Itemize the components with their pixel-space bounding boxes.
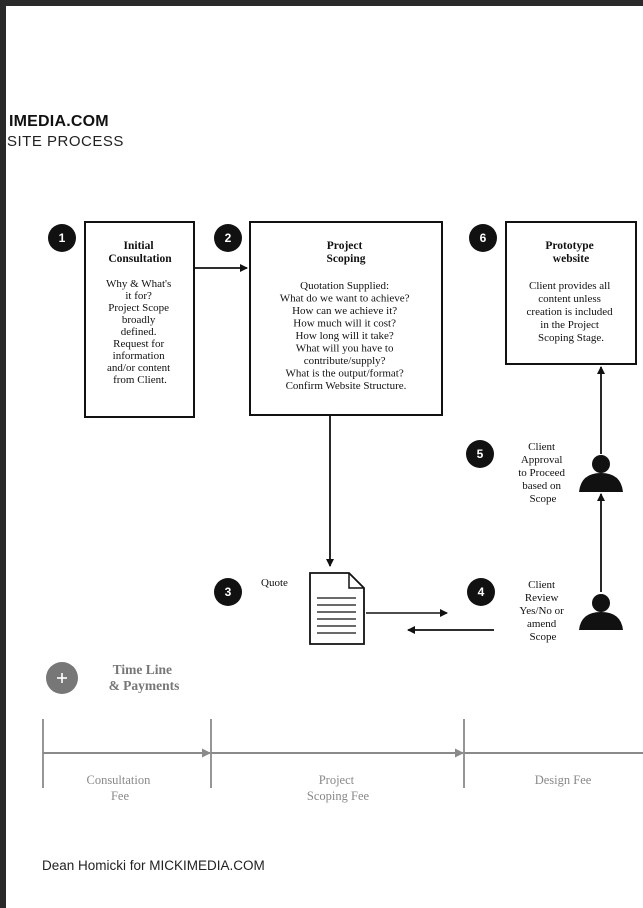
timeline-axis (42, 719, 643, 788)
timeline-title: Time Line & Payments (109, 662, 180, 693)
step-1-title-line: Initial (124, 240, 154, 252)
quote-label: Quote (261, 577, 288, 589)
step-2-title-line: Project (327, 240, 363, 252)
step-6-badge (469, 224, 497, 252)
step-1-title-line: Consultation (108, 253, 172, 265)
marker-4: 4 Client Review Yes/No or amend Scope (467, 578, 566, 643)
timeline-header: Time Line & Payments (46, 662, 179, 694)
brand-title: IMEDIA.COM (9, 113, 109, 130)
step-2-number: 2 (225, 231, 232, 245)
step-1-box (84, 221, 195, 418)
step-2-description: Quotation Supplied: What do we want to a… (280, 280, 413, 392)
step-6-description: Client provides all content unless creat… (527, 280, 616, 344)
marker-3: 3 Quote (214, 577, 288, 606)
client-person-icon (579, 594, 623, 630)
process-diagram: 1 Initial Consultation Why & What's it f… (42, 221, 643, 803)
step-6-title-line: Prototype (545, 240, 593, 252)
step-6: 6 Prototype website Client provides all … (469, 221, 637, 365)
step-6-box (505, 221, 637, 365)
marker-5-number: 5 (477, 447, 484, 461)
step-1-description: Why & What's it for? Project Scope broad… (106, 278, 174, 386)
step-1-title: Initial Consultation (108, 240, 172, 265)
step-2-title: Project Scoping (327, 240, 366, 265)
client-review-label: Client Review Yes/No or amend Scope (519, 579, 566, 643)
page-subtitle: SITE PROCESS (7, 133, 124, 150)
marker-3-badge (214, 578, 242, 606)
marker-5: 5 Client Approval to Proceed based on Sc… (466, 440, 567, 505)
step-6-title: Prototype website (545, 240, 596, 265)
step-6-number: 6 (480, 231, 487, 245)
marker-5-badge (466, 440, 494, 468)
step-6-title-line: website (553, 253, 589, 265)
marker-4-number: 4 (478, 585, 485, 599)
marker-4-badge (467, 578, 495, 606)
timeline-label-scoping: Project Scoping Fee (307, 773, 370, 803)
timeline-label-design: Design Fee (535, 773, 592, 787)
process-page: IMEDIA.COM SITE PROCESS 1 Initial Consul… (6, 6, 643, 908)
footer-credit: Dean Homicki for MICKIMEDIA.COM (42, 858, 265, 873)
step-2-box (249, 221, 443, 416)
step-2-title-line: Scoping (327, 253, 366, 265)
step-2-badge (214, 224, 242, 252)
step-1-number: 1 (59, 231, 66, 245)
client-person-icon (579, 455, 623, 492)
marker-3-number: 3 (225, 585, 232, 599)
step-1: 1 Initial Consultation Why & What's it f… (48, 221, 195, 418)
document-icon (309, 572, 365, 645)
step-2: 2 Project Scoping Quotation Supplied: Wh… (214, 221, 443, 416)
timeline-label-consultation: Consultation Fee (86, 773, 153, 803)
client-approval-label: Client Approval to Proceed based on Scop… (518, 441, 567, 505)
step-1-badge (48, 224, 76, 252)
